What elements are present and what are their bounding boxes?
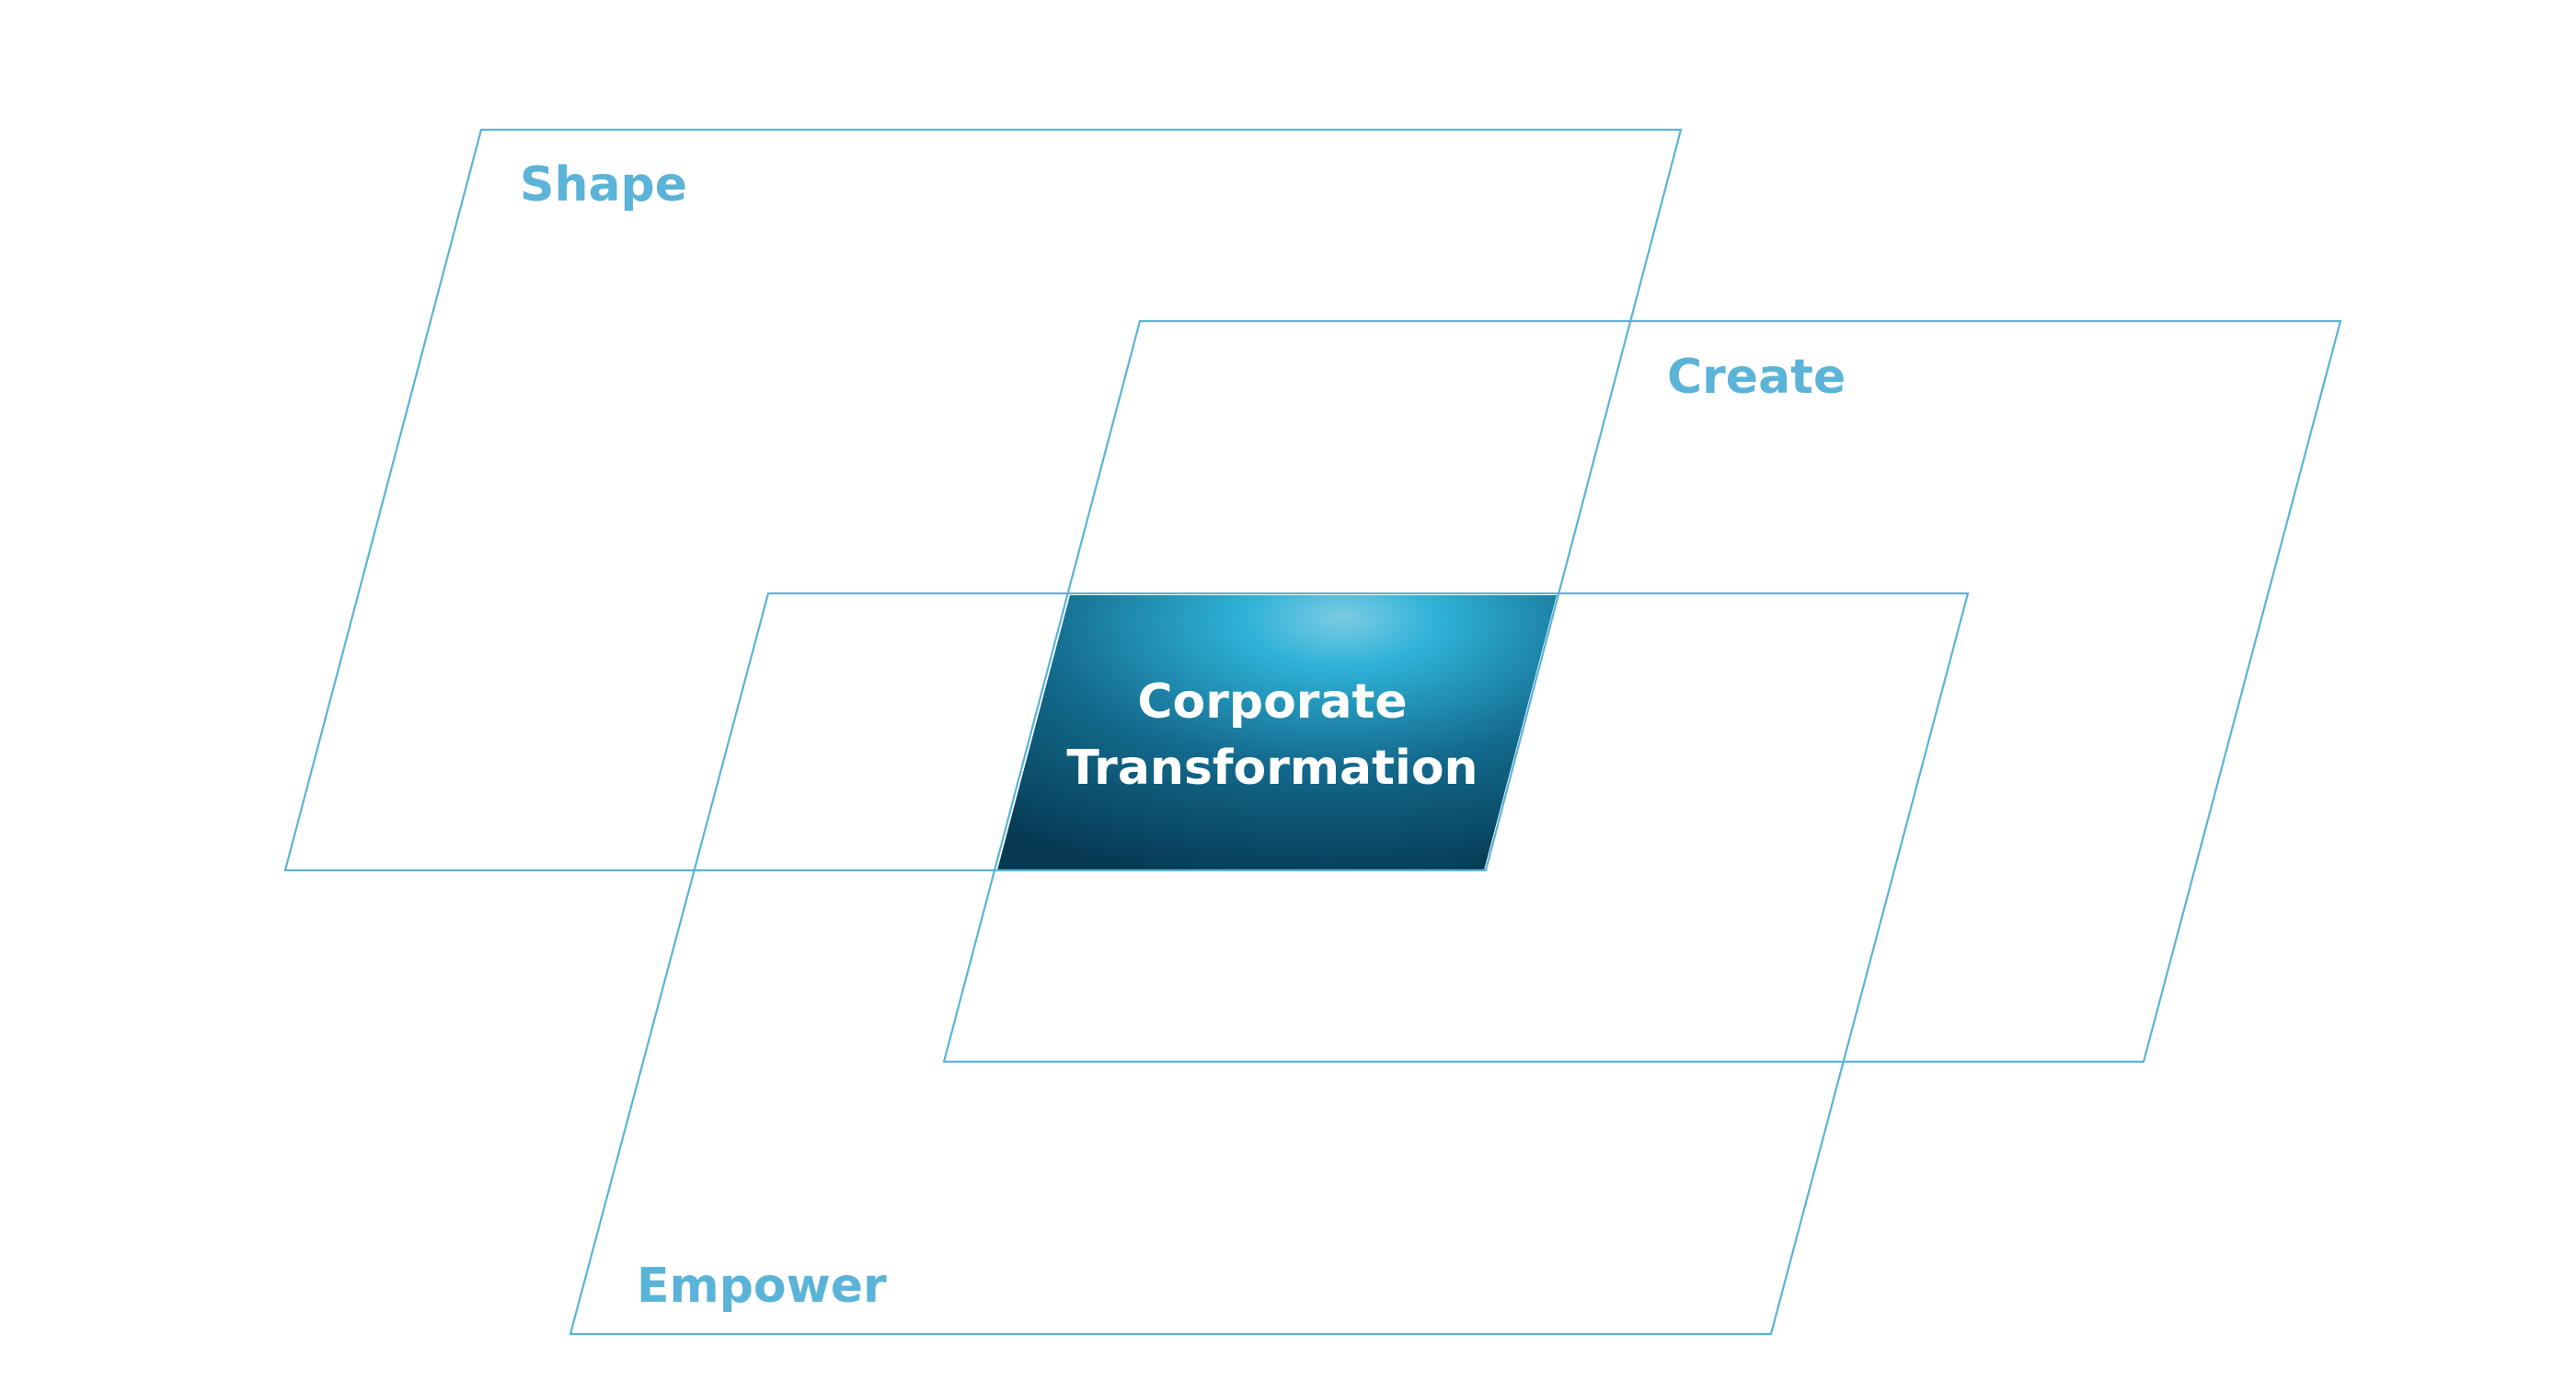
center-label-line-2: Transformation — [1066, 741, 1478, 796]
shape-plane — [283, 128, 1683, 872]
shape-label: Shape — [520, 157, 687, 213]
center-label-line-1: Corporate — [1137, 674, 1407, 730]
create-plane — [942, 319, 2342, 1064]
create-label: Create — [1667, 350, 1846, 405]
empower-plane — [569, 592, 1970, 1336]
empower-label: Empower — [637, 1259, 887, 1314]
center-intersection — [997, 595, 1557, 870]
